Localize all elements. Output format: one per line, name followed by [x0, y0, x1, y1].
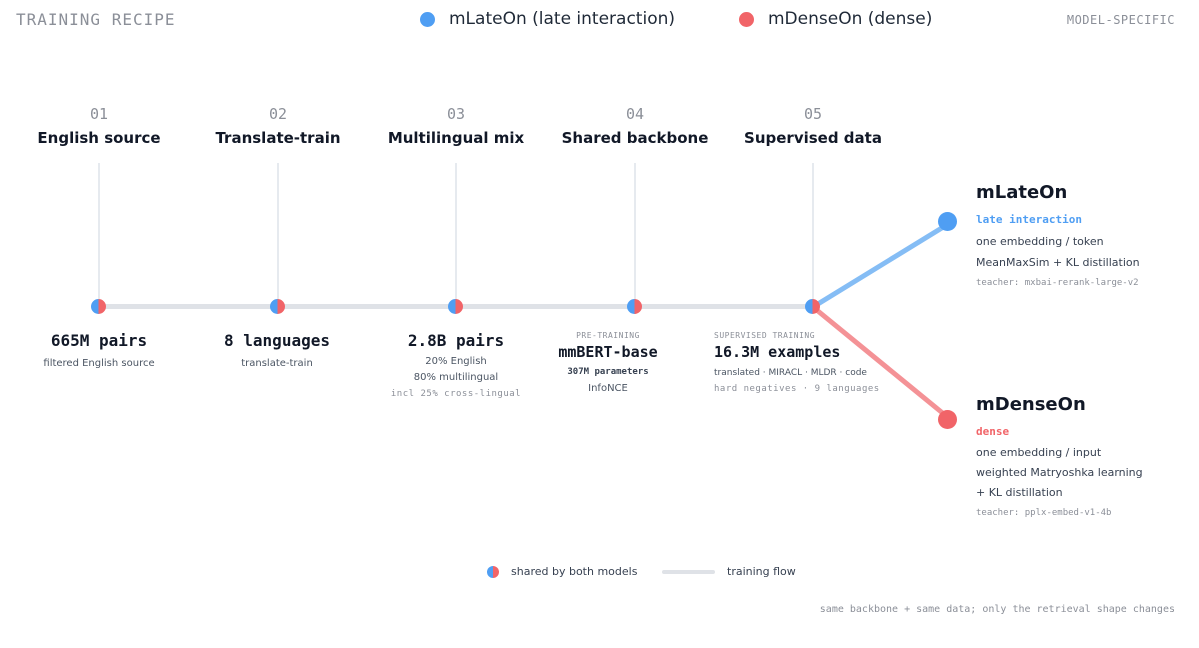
step-title: Supervised data: [744, 129, 882, 147]
step-number: 03: [446, 105, 466, 123]
stage-kicker: SUPERVISED TRAINING: [714, 331, 816, 340]
step-mono-note: hard negatives · 9 languages: [714, 384, 880, 394]
step-note: 80% multilingual: [413, 372, 499, 383]
shared-node-icon: [91, 299, 106, 314]
output-subtitle: late interaction: [976, 213, 1082, 226]
late-output-panel: mLateOn late interaction one embedding /…: [976, 182, 1186, 288]
step-guide-line: [812, 163, 814, 308]
shared-node-icon: [487, 565, 499, 578]
step-details: PRE-TRAINING mmBERT-base 307M parameters…: [508, 331, 708, 394]
step-title: Shared backbone: [561, 129, 709, 147]
dense-output-dot-icon: [938, 410, 957, 429]
output-note: MeanMaxSim + KL distillation: [976, 256, 1140, 269]
output-title: mLateOn: [976, 182, 1068, 203]
shared-legend-item: shared by both models: [487, 565, 637, 578]
output-note: one embedding / token: [976, 235, 1104, 248]
step-note: translate-train: [241, 358, 313, 369]
shared-node-icon: [805, 299, 820, 314]
late-branch-line: [810, 223, 948, 310]
shared-node-icon: [448, 299, 463, 314]
legend-label-late: mLateOn (late interaction): [449, 9, 676, 29]
step-note: 20% English: [425, 356, 487, 367]
flow-legend-item: training flow: [662, 565, 796, 578]
output-teacher: teacher: pplx-embed-v1-4b: [976, 508, 1112, 518]
model-specific-label: MODEL-SPECIFIC: [1066, 13, 1175, 27]
dense-output-panel: mDenseOn dense one embedding / input wei…: [976, 394, 1186, 518]
step-note: InfoNCE: [588, 383, 628, 394]
shared-node-icon: [627, 299, 642, 314]
stage-kicker: PRE-TRAINING: [576, 331, 640, 340]
step-details: 2.8B pairs 20% English 80% multilingual …: [356, 331, 556, 399]
output-note: weighted Matryoshka learning: [976, 466, 1143, 479]
step-number: 02: [268, 105, 288, 123]
output-subtitle: dense: [976, 425, 1010, 438]
legend-item-dense: mDenseOn (dense): [739, 9, 932, 29]
step-primary-value: 8 languages: [224, 331, 330, 350]
legend-item-late: mLateOn (late interaction): [420, 9, 675, 29]
step-mono-note: incl 25% cross-lingual: [390, 389, 522, 399]
flow-line-icon: [662, 569, 715, 574]
legend-label-dense: mDenseOn (dense): [768, 9, 933, 29]
step-guide-line: [455, 163, 457, 308]
dense-branch-line: [810, 304, 948, 418]
step-number: 05: [803, 105, 823, 123]
step-note: filtered English source: [43, 358, 155, 369]
step-guide-line: [634, 163, 636, 308]
step-guide-line: [277, 163, 279, 308]
step-primary-value: 665M pairs: [50, 331, 148, 350]
late-output-dot-icon: [938, 212, 957, 231]
diagram-kicker: TRAINING RECIPE: [16, 10, 176, 29]
step-number: 04: [625, 105, 645, 123]
output-teacher: teacher: mxbai-rerank-large-v2: [976, 278, 1139, 288]
step-details: 8 languages translate-train: [177, 331, 377, 369]
step-primary-value: 16.3M examples: [714, 343, 841, 361]
step-details: 665M pairs filtered English source: [0, 331, 199, 369]
output-note: + KL distillation: [976, 486, 1063, 499]
output-note: one embedding / input: [976, 446, 1102, 459]
output-title: mDenseOn: [976, 394, 1086, 415]
step-primary-value: 2.8B pairs: [407, 331, 505, 350]
footer-caption: same backbone + same data; only the retr…: [819, 604, 1175, 615]
step-title: Multilingual mix: [387, 129, 525, 147]
blue-dot-icon: [420, 11, 435, 27]
red-dot-icon: [739, 11, 754, 27]
flow-legend-label: training flow: [727, 565, 796, 578]
shared-legend-label: shared by both models: [511, 565, 638, 578]
step-details: SUPERVISED TRAINING 16.3M examples trans…: [714, 331, 914, 394]
step-title: English source: [37, 129, 161, 147]
step-primary-value: mmBERT-base: [558, 343, 658, 361]
step-title: Translate-train: [215, 129, 341, 147]
step-guide-line: [98, 163, 100, 308]
model-parameter-count: 307M parameters: [567, 367, 649, 377]
shared-node-icon: [270, 299, 285, 314]
step-number: 01: [89, 105, 109, 123]
step-note: translated · MIRACL · MLDR · code: [714, 368, 867, 378]
